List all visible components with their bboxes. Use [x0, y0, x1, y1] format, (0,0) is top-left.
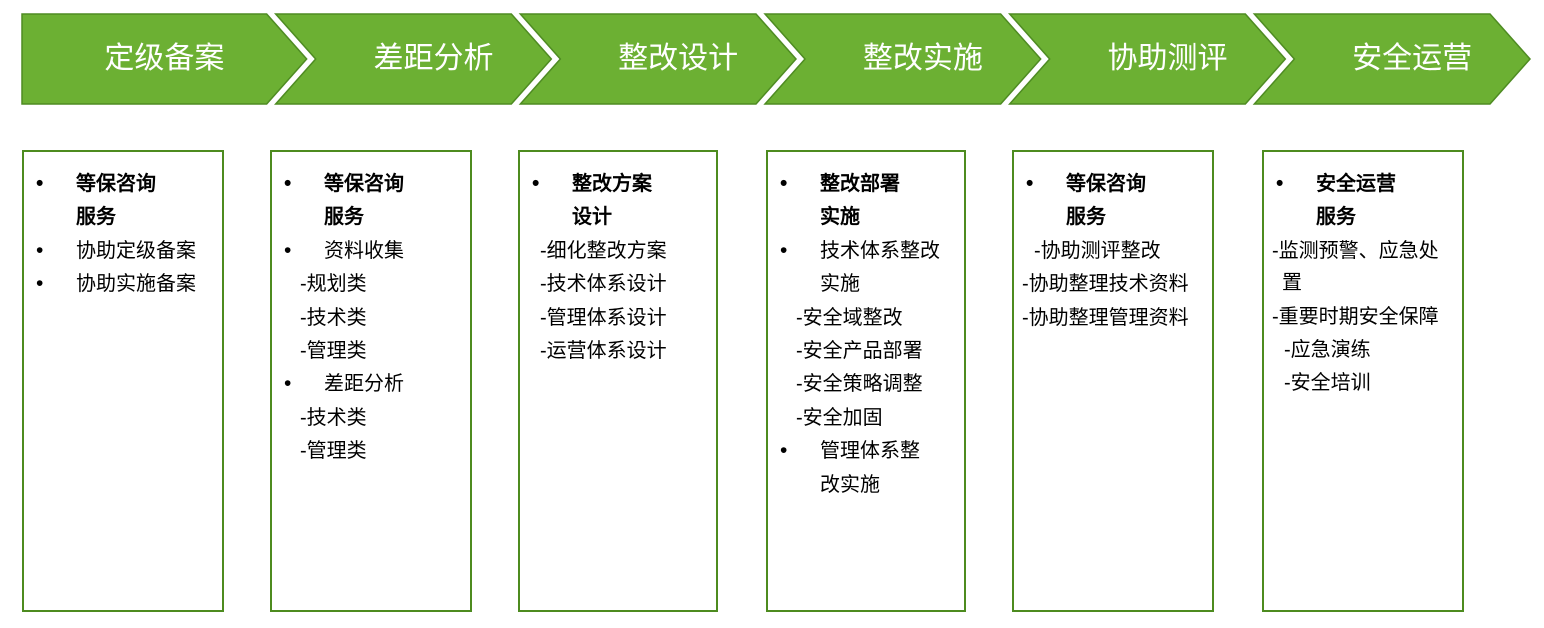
- card-bullet-item: 管理体系整: [774, 434, 958, 468]
- chevron-banner-svg: 定级备案 差距分析 整改设计 整改实施 协助测评 安全运营: [21, 13, 1532, 105]
- card-dash-item: -协助测评整改: [1034, 239, 1161, 262]
- card-dash-item: -安全域整改: [796, 306, 903, 329]
- card-dash-item: -安全策略调整: [796, 373, 923, 396]
- chevron-step-5[interactable]: [1007, 13, 1287, 105]
- card-bullet-item-continuation: 设计: [572, 206, 612, 229]
- card-body: 等保咨询服务协助定级备案协助实施备案: [30, 167, 216, 302]
- card-bullet-item-continuation: 服务: [76, 206, 116, 229]
- card-dash-item: -细化整改方案: [540, 239, 667, 262]
- card-bullet-item-continuation: 改实施: [820, 473, 880, 496]
- card-dash-item: -监测预警、应急处置: [1272, 239, 1439, 295]
- card-bullet-item-continuation: 服务: [324, 206, 364, 229]
- card-bullet-item: 资料收集: [278, 234, 464, 268]
- chevron-step-6[interactable]: [1252, 13, 1532, 105]
- card-dash-item: -管理类: [300, 440, 367, 463]
- card-bullet-item-continuation: 实施: [820, 206, 860, 229]
- chevron-step-label: 整改实施: [863, 42, 983, 75]
- card-bullet-item: 等保咨询: [1020, 167, 1206, 201]
- card-bullet-item: 安全运营: [1270, 167, 1456, 201]
- card-body: 整改部署实施技术体系整改实施-安全域整改-安全产品部署-安全策略调整-安全加固管…: [774, 167, 958, 501]
- card-bullet-item: 整改方案: [526, 167, 710, 201]
- chevron-step-label: 整改设计: [618, 42, 738, 75]
- card-dash-item: -技术类: [300, 406, 367, 429]
- process-chevron-banner: 定级备案 差距分析 整改设计 整改实施 协助测评 安全运营: [0, 0, 1544, 120]
- card-dash-item: -协助整理管理资料: [1022, 306, 1189, 329]
- card-bullet-item: 协助定级备案: [30, 234, 216, 268]
- card-dash-item: -管理体系设计: [540, 306, 667, 329]
- chevron-step-1[interactable]: [21, 13, 308, 105]
- card-bullet-item-continuation: 服务: [1316, 206, 1356, 229]
- card-dash-item: -安全产品部署: [796, 339, 923, 362]
- detail-card-zhenggai-shishi[interactable]: 整改部署实施技术体系整改实施-安全域整改-安全产品部署-安全策略调整-安全加固管…: [766, 150, 966, 612]
- card-dash-item: -技术体系设计: [540, 273, 667, 296]
- detail-card-chaju-fenxi[interactable]: 等保咨询服务资料收集-规划类-技术类-管理类差距分析-技术类-管理类: [270, 150, 472, 612]
- card-bullet-item: 整改部署: [774, 167, 958, 201]
- card-bullet-item: 技术体系整改: [774, 234, 958, 268]
- card-dash-item: -运营体系设计: [540, 339, 667, 362]
- card-body: 等保咨询服务资料收集-规划类-技术类-管理类差距分析-技术类-管理类: [278, 167, 464, 468]
- card-bullet-item: 等保咨询: [30, 167, 216, 201]
- card-bullet-item-continuation: 实施: [820, 273, 860, 296]
- chevron-step-3[interactable]: [518, 13, 798, 105]
- card-bullet-item: 协助实施备案: [30, 267, 216, 301]
- card-bullet-item-continuation: 服务: [1066, 206, 1106, 229]
- chevron-step-label: 安全运营: [1352, 42, 1472, 75]
- chevron-step-label: 协助测评: [1108, 42, 1228, 75]
- card-dash-item: -规划类: [300, 273, 367, 296]
- card-dash-item: -安全培训: [1284, 372, 1371, 395]
- chevron-step-2[interactable]: [273, 13, 553, 105]
- detail-card-dingji-beian[interactable]: 等保咨询服务协助定级备案协助实施备案: [22, 150, 224, 612]
- chevron-step-label: 定级备案: [104, 42, 224, 75]
- card-dash-item: -应急演练: [1284, 338, 1371, 361]
- card-dash-item: -协助整理技术资料: [1022, 273, 1189, 296]
- card-bullet-item: 等保咨询: [278, 167, 464, 201]
- card-bullet-item: 差距分析: [278, 367, 464, 401]
- card-dash-item: -安全加固: [796, 406, 883, 429]
- chevron-step-label: 差距分析: [374, 42, 494, 75]
- card-dash-item: -管理类: [300, 339, 367, 362]
- card-dash-item: -技术类: [300, 306, 367, 329]
- card-dash-item: -重要时期安全保障: [1272, 305, 1439, 328]
- chevron-step-4[interactable]: [763, 13, 1042, 105]
